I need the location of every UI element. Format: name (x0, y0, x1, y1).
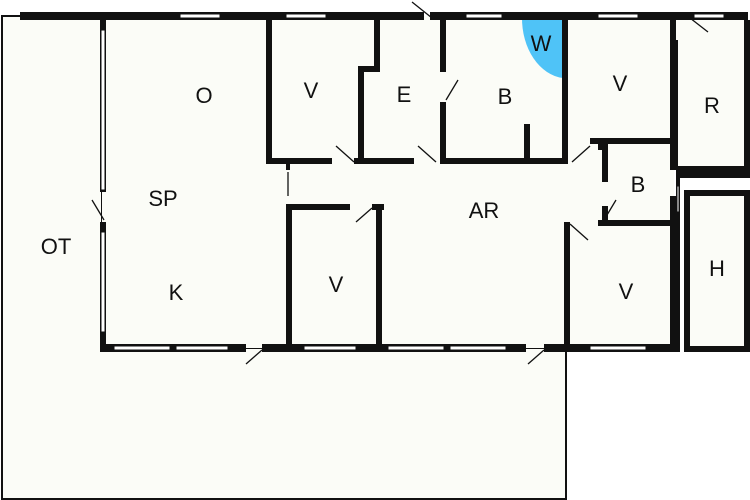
wall-bottom-left (100, 344, 246, 352)
door-e (417, 145, 437, 163)
door-terrace-bottom-left (245, 349, 263, 365)
wall-v3-top (286, 204, 350, 210)
wall-v1-left (266, 20, 272, 164)
window-left-1 (100, 29, 106, 191)
wall-b1-left-low (440, 102, 446, 164)
door-v1 (335, 145, 355, 163)
room-label-v4: V (619, 279, 634, 304)
wall-b2-bottom (598, 220, 674, 226)
wall-b2-left-low (602, 206, 608, 226)
wall-r-left (674, 40, 678, 170)
wall-b1-stub (524, 124, 530, 164)
wall-v2-bottom (590, 138, 672, 144)
room-label-v1: V (304, 78, 319, 103)
room-label-v2: V (613, 71, 628, 96)
door-b1 (445, 79, 459, 101)
door-v3 (355, 207, 373, 223)
wall-h-frame (684, 190, 750, 196)
wall-h-outer-left (676, 172, 680, 352)
door-sp-left (91, 199, 105, 221)
room-label-h: H (709, 256, 725, 281)
window-top-4 (597, 13, 639, 19)
window-bottom-4 (387, 345, 445, 351)
wall-h-left (684, 190, 690, 352)
w-fixture (521, 17, 563, 78)
door-swings (91, 1, 709, 365)
room-label-w: W (531, 31, 552, 56)
window-bottom-6 (589, 345, 647, 351)
wall-v3-left (286, 204, 292, 350)
door-r (689, 17, 709, 33)
room-label-sp: SP (148, 186, 177, 211)
wall-b2-left-top (602, 144, 608, 182)
wall-r-right (744, 20, 750, 172)
windows (100, 13, 725, 351)
wall-v1-bottom (266, 158, 332, 164)
wall-b1-right (562, 20, 568, 164)
window-h-left (676, 185, 680, 213)
door-terrace-bottom-right (527, 349, 545, 365)
room-labels: OT O SP K V E B W V R AR B V V H (41, 31, 725, 305)
wall-h-top (680, 172, 750, 178)
room-label-r: R (704, 93, 720, 118)
window-top-2 (285, 13, 327, 19)
window-top-3 (465, 13, 503, 19)
wall-h-bottom (684, 346, 750, 352)
room-label-v3: V (329, 272, 344, 297)
room-h-floor (686, 192, 748, 348)
wall-right (670, 20, 676, 170)
wall-top (20, 12, 424, 20)
door-v4 (569, 223, 589, 241)
wall-v3-right (376, 204, 382, 350)
window-r (693, 13, 725, 19)
wall-e-left (358, 66, 364, 164)
window-bottom-1 (113, 345, 171, 351)
room-label-b1: B (498, 84, 513, 109)
wall-right-lower (670, 196, 676, 352)
door-v2 (571, 145, 591, 163)
wall-e-left-top (374, 20, 380, 72)
room-label-k: K (169, 280, 184, 305)
wall-r-bottom (676, 166, 750, 172)
room-label-b2: B (631, 172, 646, 197)
window-bottom-3 (303, 345, 357, 351)
room-label-ar: AR (469, 198, 500, 223)
room-r-floor (676, 16, 748, 170)
wall-v4-left (564, 222, 570, 350)
door-entrance-top (411, 1, 433, 19)
window-left-2 (100, 231, 106, 333)
window-top-1 (179, 13, 221, 19)
room-label-e: E (397, 82, 412, 107)
wall-top-right (430, 12, 748, 20)
wall-b1-left-top (440, 20, 446, 72)
door-b2 (603, 199, 617, 221)
room-label-o: O (195, 83, 212, 108)
house-floor (102, 16, 676, 348)
wall-e-bottom (354, 158, 414, 164)
window-bottom-5 (449, 345, 507, 351)
wall-b1-bottom (440, 158, 566, 164)
wall-e-step (358, 66, 378, 72)
window-bottom-2 (175, 345, 229, 351)
room-label-ot: OT (41, 234, 72, 259)
wall-sp-right-top (286, 164, 290, 170)
wall-h-right (744, 190, 750, 352)
